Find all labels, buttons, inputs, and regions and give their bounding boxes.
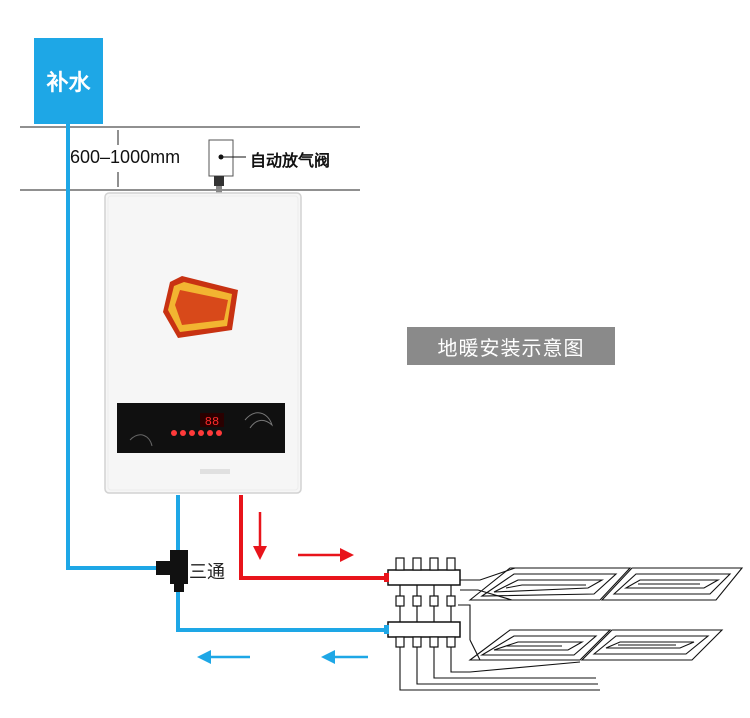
decor-swirl — [129, 434, 153, 447]
control-panel: 88 — [117, 403, 285, 453]
tee-fitting-label: 三通 — [189, 562, 225, 582]
supply-down-arrow — [253, 512, 267, 560]
panel-button[interactable] — [189, 430, 195, 436]
auto-vent-valve — [208, 139, 246, 193]
boiler-logo-badge — [163, 276, 238, 338]
supply-right-arrow — [298, 548, 354, 562]
brand-label — [200, 469, 230, 474]
supply-pipe — [239, 495, 388, 580]
panel-button[interactable] — [171, 430, 177, 436]
water-manifold — [384, 557, 461, 648]
panel-button[interactable] — [207, 430, 213, 436]
makeup-water-label: 补水 — [34, 38, 103, 124]
decor-swirl — [244, 412, 273, 429]
panel-button[interactable] — [216, 430, 222, 436]
return-left-arrow — [197, 650, 250, 664]
panel-button[interactable] — [180, 430, 186, 436]
makeup-water-pipe — [66, 124, 158, 570]
panel-button[interactable] — [198, 430, 204, 436]
boiler-unit: 88 — [104, 192, 302, 494]
display-readout: 88 — [205, 415, 219, 429]
diagram-title: 地暖安装示意图 — [407, 327, 615, 365]
auto-vent-valve-label: 自动放气阀 — [250, 153, 331, 170]
floor-heating-coils — [399, 567, 744, 691]
return-pipe — [176, 495, 388, 632]
height-dimension-label: 600–1000mm — [70, 147, 181, 167]
tee-fitting — [156, 550, 188, 592]
return-left-arrow — [321, 650, 368, 664]
